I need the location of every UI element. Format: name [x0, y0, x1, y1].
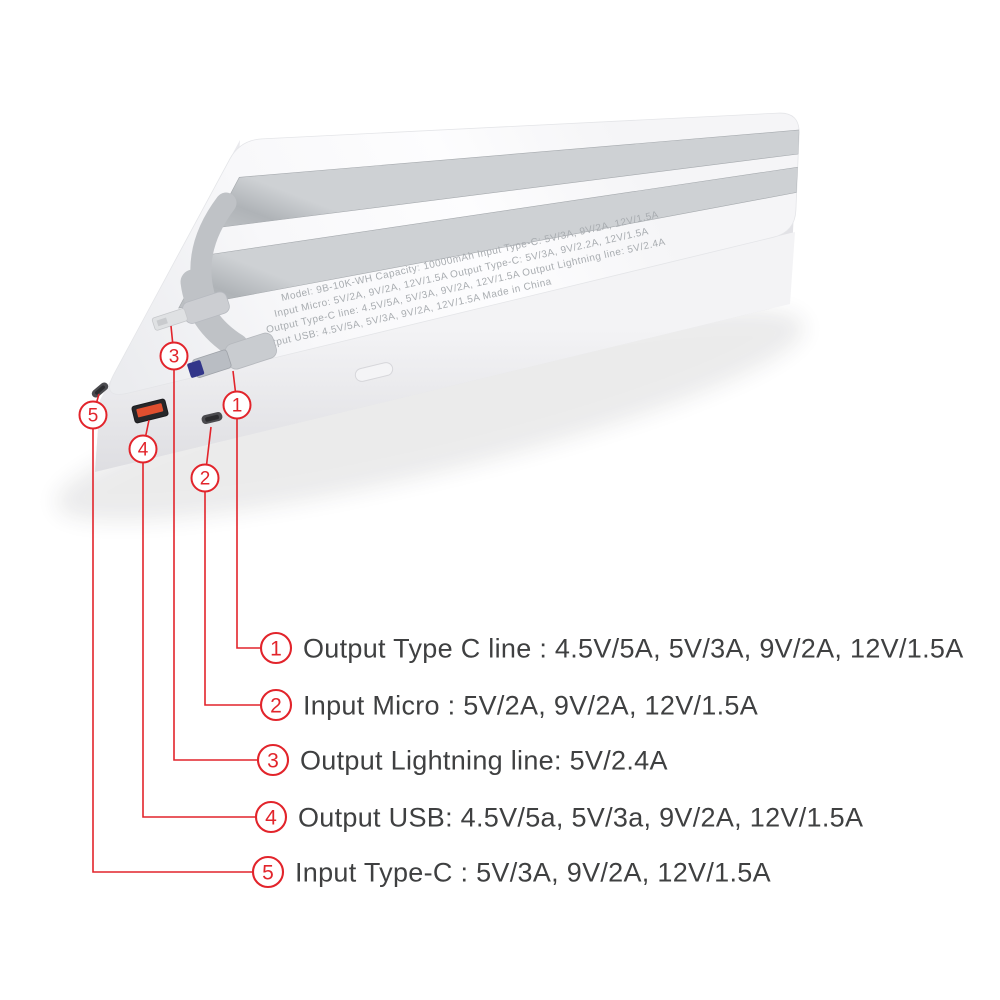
legend-1-label: Output Type C line : 4.5V/5A, 5V/3A, 9V/… — [303, 634, 964, 664]
legend-1-badge — [259, 631, 293, 665]
callout-2-marker-number: 2 — [200, 469, 211, 490]
type-c-input-port — [91, 382, 109, 398]
legend-5-label: Input Type-C : 5V/3A, 9V/2A, 12V/1.5A — [295, 858, 771, 888]
callout-1: 1 1 Output Type C line : 4.5V/5A, 5V/3A,… — [222, 370, 964, 665]
device-shadow — [55, 308, 805, 522]
callout-1-marker — [222, 390, 252, 420]
power-button — [354, 362, 394, 382]
callout-5-marker-number: 5 — [88, 406, 99, 427]
usb-a-output-port — [131, 398, 169, 424]
callout-4: 4 4 Output USB: 4.5V/5a, 5V/3a, 9V/2A, 1… — [128, 419, 863, 834]
legend-4-label: Output USB: 4.5V/5a, 5V/3a, 9V/2A, 12V/1… — [298, 803, 863, 833]
lightning-output-connector — [151, 291, 230, 331]
legend-2-label: Input Micro : 5V/2A, 9V/2A, 12V/1.5A — [303, 691, 758, 721]
type-c-output-connector — [187, 332, 277, 378]
power-bank-device: Model: 9B-10K-WH Capacity: 10000mAh Inpu… — [91, 112, 800, 472]
callout-5: 5 5 Input Type-C : 5V/3A, 9V/2A, 12V/1.5… — [78, 393, 771, 889]
legend-3-badge — [256, 743, 290, 777]
legend-1-badge-number: 1 — [270, 638, 282, 661]
legend-4-badge — [254, 800, 288, 834]
callout-2-marker — [190, 463, 220, 493]
callout-3: 3 3 Output Lightning line: 5V/2.4A — [159, 325, 668, 777]
legend-3-label: Output Lightning line: 5V/2.4A — [300, 746, 668, 776]
callout-1-marker-number: 1 — [232, 396, 243, 417]
micro-usb-input-port — [201, 411, 223, 425]
legend-3-badge-number: 3 — [267, 750, 279, 773]
callout-3-marker-number: 3 — [169, 347, 180, 368]
legend-2-badge — [259, 688, 293, 722]
legend-4-badge-number: 4 — [265, 807, 277, 830]
device-front-face — [95, 232, 795, 472]
legend-5-badge — [251, 855, 285, 889]
legend-2-badge-number: 2 — [270, 695, 282, 718]
callout-5-marker — [78, 400, 108, 430]
legend-5-badge-number: 5 — [262, 862, 274, 885]
callout-4-marker-number: 4 — [138, 440, 149, 461]
callout-4-marker — [128, 434, 158, 464]
callout-3-marker — [159, 341, 189, 371]
callout-2: 2 2 Input Micro : 5V/2A, 9V/2A, 12V/1.5A — [190, 426, 758, 722]
